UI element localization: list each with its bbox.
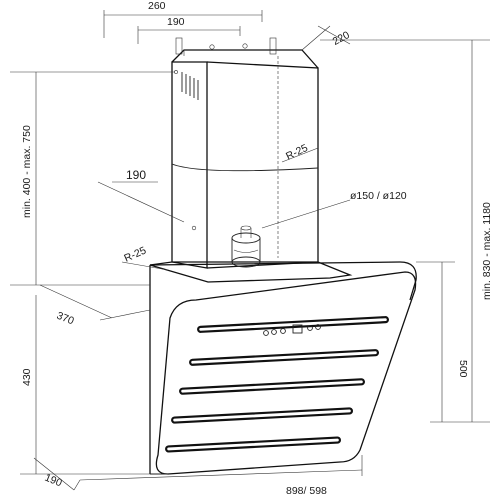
label-top-depth: 220 [331, 29, 352, 48]
dimension-labels: 260 190 220 min. 400 - max. 750 min. 830… [21, 0, 493, 497]
chimney [171, 37, 319, 269]
filter-slot-4 [171, 407, 354, 424]
label-canopy-depth: 370 [55, 310, 76, 328]
filter-slot-3 [179, 378, 366, 395]
duct-connector [231, 225, 261, 268]
vent-slots [181, 72, 199, 100]
label-top-width: 260 [148, 0, 166, 12]
control-panel [263, 324, 321, 336]
label-left-height-range: min. 400 - max. 750 [21, 125, 33, 218]
label-bottom-depth: 190 [43, 472, 64, 490]
label-bottom-width: 898/ 598 [286, 485, 327, 497]
label-canopy-height-right: 500 [457, 360, 469, 378]
hood-body [149, 261, 417, 475]
label-right-height-range: min. 830 - max. 1180 [481, 202, 493, 300]
label-bracket-width: 190 [126, 168, 146, 182]
filter-slot-5 [165, 436, 342, 453]
label-duct-diameter: ø150 / ø120 [350, 190, 407, 202]
filter-slot-2 [189, 349, 380, 366]
dimension-lines [10, 10, 490, 491]
label-canopy-height-left: 430 [21, 368, 33, 386]
label-canopy-radius: R-25 [122, 244, 148, 264]
label-top-inner-width: 190 [167, 16, 185, 28]
label-chimney-radius: R-25 [284, 142, 310, 163]
